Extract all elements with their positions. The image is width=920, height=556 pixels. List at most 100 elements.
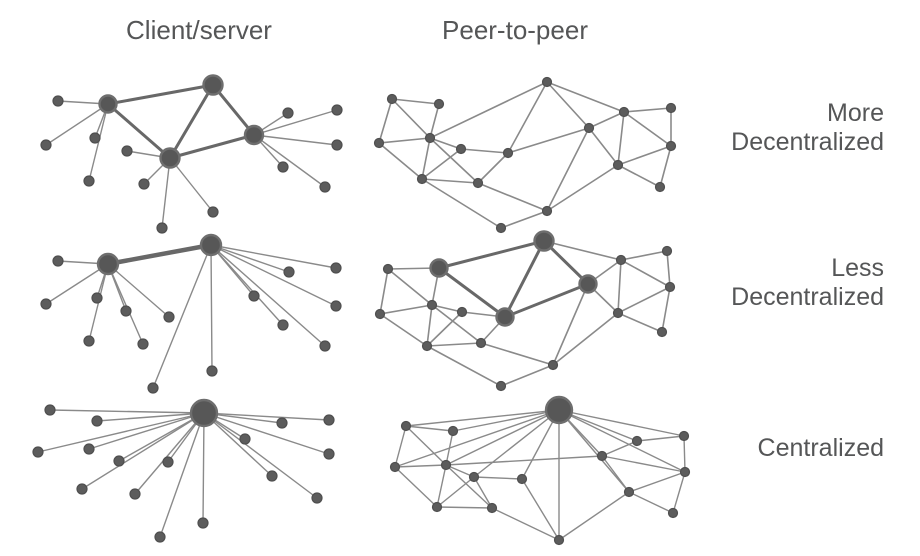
peer-node: [386, 93, 398, 105]
edge: [387, 268, 433, 306]
edge: [672, 471, 686, 514]
edge: [394, 409, 560, 468]
hub-node: [429, 258, 449, 278]
edge: [558, 491, 630, 541]
edge: [210, 244, 213, 372]
edge: [253, 134, 326, 188]
peer-node: [239, 433, 251, 445]
edge: [617, 145, 672, 166]
graph-peer-to-peer-less-decentralized: [374, 230, 676, 392]
edge: [623, 107, 672, 113]
edge: [421, 178, 479, 184]
edge: [379, 304, 433, 315]
edge: [394, 464, 447, 468]
hub-node: [159, 147, 181, 169]
peer-node: [583, 122, 595, 134]
edge: [429, 137, 462, 150]
edge: [96, 412, 205, 422]
peer-node: [547, 359, 559, 371]
edge: [558, 409, 630, 493]
edge: [152, 244, 212, 389]
edge: [431, 304, 482, 344]
peer-node: [76, 483, 88, 495]
backbone-edge: [503, 239, 546, 319]
edge: [426, 342, 482, 347]
peer-node: [331, 139, 343, 151]
edge: [45, 103, 109, 146]
peer-node: [374, 308, 386, 320]
edge: [601, 440, 638, 457]
peer-node: [679, 466, 691, 478]
peer-node: [373, 137, 385, 149]
edge: [477, 152, 509, 184]
peer-node: [468, 471, 480, 483]
peer-node: [311, 492, 323, 504]
edge: [421, 178, 502, 229]
hub-node: [533, 230, 555, 252]
peer-node: [472, 177, 484, 189]
edge: [169, 157, 214, 213]
peer-node: [475, 337, 487, 349]
edge: [617, 286, 671, 314]
edge: [617, 259, 622, 314]
peer-node: [83, 443, 95, 455]
peer-node: [431, 501, 443, 513]
edge: [543, 240, 622, 261]
row-label-line: Less: [831, 254, 884, 282]
edge: [436, 476, 475, 508]
peer-node: [330, 262, 342, 274]
edge: [546, 127, 590, 212]
peer-node: [495, 380, 507, 392]
peer-node: [32, 446, 44, 458]
peer-node: [129, 488, 141, 500]
edge: [45, 263, 109, 305]
peer-node: [416, 173, 428, 185]
edge: [445, 430, 454, 466]
edge: [636, 435, 685, 442]
edge: [202, 412, 205, 524]
peer-node: [447, 425, 459, 437]
edge: [429, 103, 440, 139]
edge: [500, 364, 554, 387]
edge: [521, 478, 560, 541]
peer-node: [331, 104, 343, 116]
edge: [429, 137, 479, 184]
peer-node: [40, 139, 52, 151]
hub-node: [96, 252, 120, 276]
backbone-edge: [105, 242, 214, 267]
edge: [620, 250, 668, 261]
peer-node: [282, 107, 294, 119]
edge: [426, 345, 502, 387]
hub-node: [199, 233, 223, 257]
peer-node: [553, 534, 565, 546]
edge: [49, 409, 205, 414]
peer-node: [156, 222, 168, 234]
peer-node: [623, 486, 635, 498]
peer-node: [631, 435, 643, 447]
peer-node: [433, 98, 445, 110]
edge: [426, 311, 463, 347]
peer-node: [277, 319, 289, 331]
edge: [81, 412, 205, 490]
peer-node: [389, 461, 401, 473]
peer-node: [138, 178, 150, 190]
row-label-more-decentralized: More Decentralized: [731, 99, 884, 157]
edge: [659, 145, 672, 188]
hub-node: [243, 124, 265, 146]
backbone-edge: [106, 83, 215, 106]
edge: [558, 409, 686, 473]
backbone-edge: [437, 266, 507, 319]
edge: [405, 425, 454, 432]
row-label-less-decentralized: Less Decentralized: [731, 254, 884, 312]
edge: [253, 109, 338, 136]
edge: [379, 313, 428, 347]
graph-peer-to-peer-more-decentralized: [373, 76, 677, 234]
edge: [507, 81, 548, 154]
peer-node: [440, 459, 452, 471]
peer-node: [382, 263, 394, 275]
edge: [394, 425, 407, 468]
edge: [405, 425, 447, 466]
edge: [628, 471, 686, 493]
peer-node: [665, 140, 677, 152]
edge: [107, 263, 144, 345]
